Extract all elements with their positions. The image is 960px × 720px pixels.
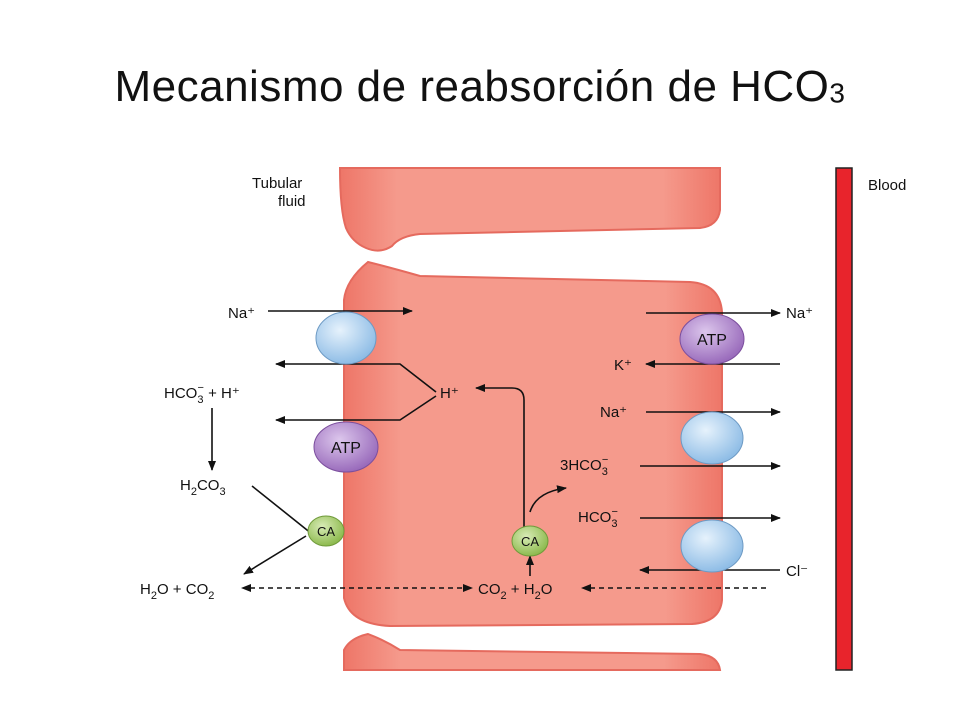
ca-center-label: CA <box>521 534 539 549</box>
atp-right-label: ATP <box>697 332 727 349</box>
h2co3-label: H2CO3 <box>180 477 226 498</box>
carbonic-anhydrase-left <box>307 515 345 547</box>
co2-c-mid: + H <box>507 581 535 598</box>
h2o-h: H <box>140 581 151 598</box>
upper-cell <box>338 167 721 252</box>
co2-c: CO <box>478 581 501 598</box>
blood-label: Blood <box>868 177 906 194</box>
h2o-co2-left-label: H2O + CO2 <box>140 581 214 602</box>
r3hco3-sub: 3 <box>602 466 608 478</box>
left-na-label: Na⁺ <box>228 305 255 322</box>
right-k-label: K⁺ <box>614 357 632 374</box>
ca-to-hco3-arrow <box>529 485 567 513</box>
rhco3-sub: 3 <box>611 518 617 530</box>
co2-c-sub: 2 <box>501 590 507 602</box>
co2-sub: 2 <box>208 590 214 602</box>
rhco3-base: HCO <box>578 509 611 526</box>
h2co3-to-ca-line <box>251 485 313 535</box>
right-na-out-label: Na⁺ <box>786 305 813 322</box>
atp-pump-left <box>313 421 379 473</box>
tubular-fluid-label-2: fluid <box>278 193 306 210</box>
tubular-fluid-label-1: Tubular <box>252 175 302 192</box>
h-secretion-arrow-lower <box>275 395 437 424</box>
right-3hco3-label: 3HCO3− <box>560 454 608 478</box>
right-hco3-label: HCO3− <box>578 506 618 530</box>
h2co3-co: CO <box>197 477 220 494</box>
r3hco3-base: 3HCO <box>560 457 602 474</box>
h2co3-sub2: 3 <box>219 486 225 498</box>
hco3-tail: + H⁺ <box>204 385 240 402</box>
title-subscript: 3 <box>829 77 846 109</box>
atp-left-label: ATP <box>331 440 361 457</box>
co2-h2o-center-label: CO2 + H2O <box>478 581 552 602</box>
h2co3-h: H <box>180 477 191 494</box>
right-na2-label: Na⁺ <box>600 404 627 421</box>
ca-left-label: CA <box>317 524 335 539</box>
right-cl-label: Cl⁻ <box>786 563 808 580</box>
ca-to-h-arrow <box>475 384 525 530</box>
h2o-sub: 2 <box>151 590 157 602</box>
na-hco3-cotransporter <box>680 411 744 465</box>
carbonic-anhydrase-center <box>511 525 549 557</box>
hco3-base: HCO <box>164 385 197 402</box>
rhco3-sup: − <box>611 506 617 518</box>
r3hco3-sup: − <box>602 454 608 466</box>
epithelial-cell <box>343 260 723 628</box>
h-secretion-arrow-upper <box>275 360 437 393</box>
cl-hco3-exchanger <box>680 519 744 573</box>
hco3-sup: − <box>197 382 203 394</box>
atp-pump-right <box>679 313 745 365</box>
blood-vessel <box>835 167 853 671</box>
ca-to-h2o-co2-arrow <box>243 535 307 575</box>
h2co3-sub1: 2 <box>191 486 197 498</box>
hco3-sub: 3 <box>197 394 203 406</box>
h2o-rest: O + CO <box>157 581 208 598</box>
cell-h-label: H⁺ <box>440 385 459 402</box>
slide-title: Mecanismo de reabsorción de HCO3 <box>0 62 960 112</box>
title-main-text: Mecanismo de reabsorción de HCO <box>114 62 830 111</box>
h2o-c-end: O <box>541 581 553 598</box>
na-h-exchanger-transporter <box>315 311 377 365</box>
hco3-plus-h-label: HCO3− + H⁺ <box>164 382 240 406</box>
lower-cell <box>343 632 722 671</box>
h2o-c-sub: 2 <box>535 590 541 602</box>
